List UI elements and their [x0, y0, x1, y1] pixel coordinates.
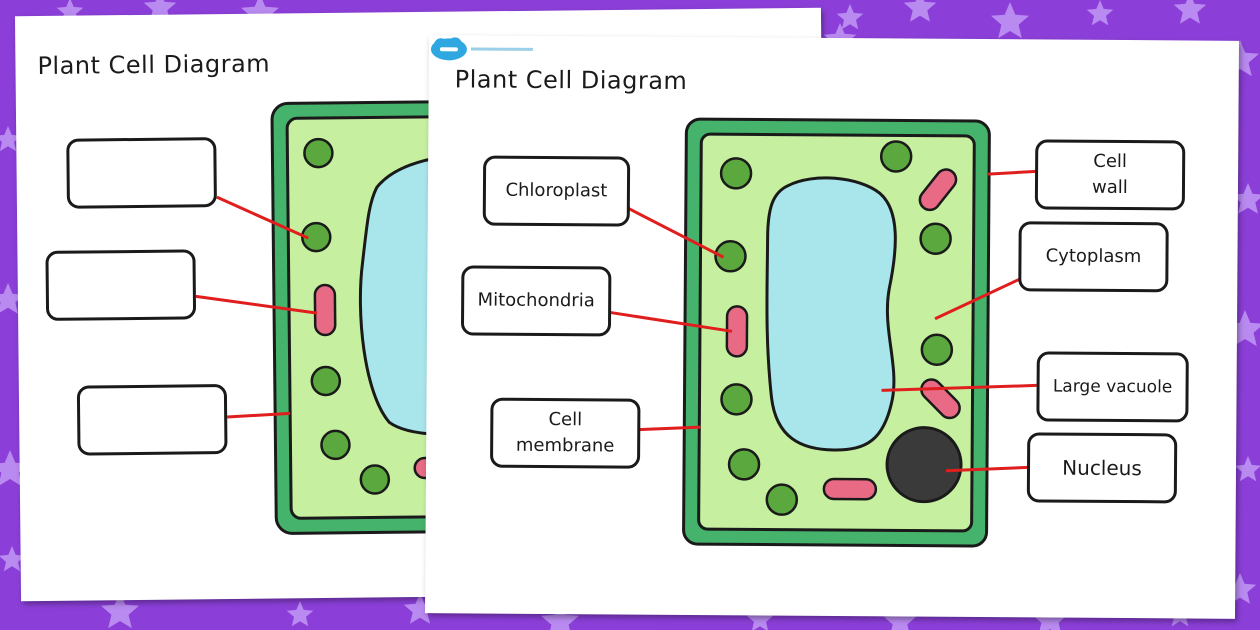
chloroplast: [301, 221, 332, 253]
star-decoration: [1231, 183, 1260, 214]
star-decoration: [403, 593, 437, 624]
label-large-vacuole: Large vacuole: [1036, 351, 1189, 423]
star-decoration: [286, 601, 314, 627]
nucleus: [885, 426, 963, 504]
star-decoration: [883, 605, 917, 630]
pointer-line: [638, 425, 701, 432]
chloroplast: [727, 448, 761, 481]
star-decoration: [0, 546, 26, 572]
label-cytoplasm: Cytoplasm: [1018, 221, 1169, 293]
blank-label-box[interactable]: [76, 384, 228, 456]
chloroplast: [919, 222, 952, 255]
mitochondrion: [822, 477, 878, 501]
star-decoration: [903, 0, 937, 22]
mitochondrion: [313, 283, 337, 337]
star-decoration: [991, 2, 1029, 39]
star-decoration: [101, 592, 139, 629]
blank-label-box[interactable]: [66, 137, 217, 209]
star-decoration: [1234, 456, 1260, 482]
pointer-line: [987, 169, 1037, 176]
pointer-line: [609, 310, 733, 333]
chloroplast: [719, 157, 753, 190]
chloroplast: [303, 137, 334, 169]
star-decoration: [836, 4, 864, 30]
plant-cell-diagram: [609, 117, 1037, 548]
star-decoration: [1173, 0, 1207, 24]
star-decoration: [541, 602, 579, 630]
star-decoration: [0, 283, 25, 314]
chloroplast: [720, 383, 753, 416]
chloroplast: [310, 365, 342, 397]
pointer-line: [881, 383, 1037, 392]
chloroplast: [714, 240, 747, 273]
pointer-line: [945, 465, 1029, 473]
pointer-line: [628, 207, 725, 259]
label-nucleus: Nucleus: [1026, 432, 1178, 504]
chloroplast: [879, 140, 913, 173]
star-decoration: [1226, 310, 1260, 347]
star-decoration: [0, 450, 29, 487]
pointer-line: [227, 411, 291, 419]
twinkl-cloud-logo-icon: [430, 37, 533, 61]
pointer-line: [195, 294, 318, 315]
chloroplast: [765, 483, 799, 516]
label-cell-wall: Cell wall: [1034, 139, 1186, 211]
pointer-line: [934, 277, 1020, 321]
star-decoration: [746, 606, 774, 630]
large-vacuole: [765, 176, 897, 452]
star-decoration: [1086, 0, 1114, 26]
blank-label-box[interactable]: [45, 249, 197, 321]
chloroplast: [320, 429, 351, 461]
mitochondrion: [918, 168, 958, 212]
labelled-worksheet: Plant Cell Diagram Chloroplast Mitochond…: [424, 35, 1240, 619]
label-mitochondria: Mitochondria: [460, 265, 612, 337]
label-chloroplast: Chloroplast: [482, 155, 631, 227]
pointer-line: [216, 195, 309, 240]
chloroplast: [920, 333, 954, 366]
chloroplast: [359, 464, 391, 495]
star-decoration: [0, 126, 22, 152]
label-cell-membrane: Cell membrane: [490, 397, 641, 469]
